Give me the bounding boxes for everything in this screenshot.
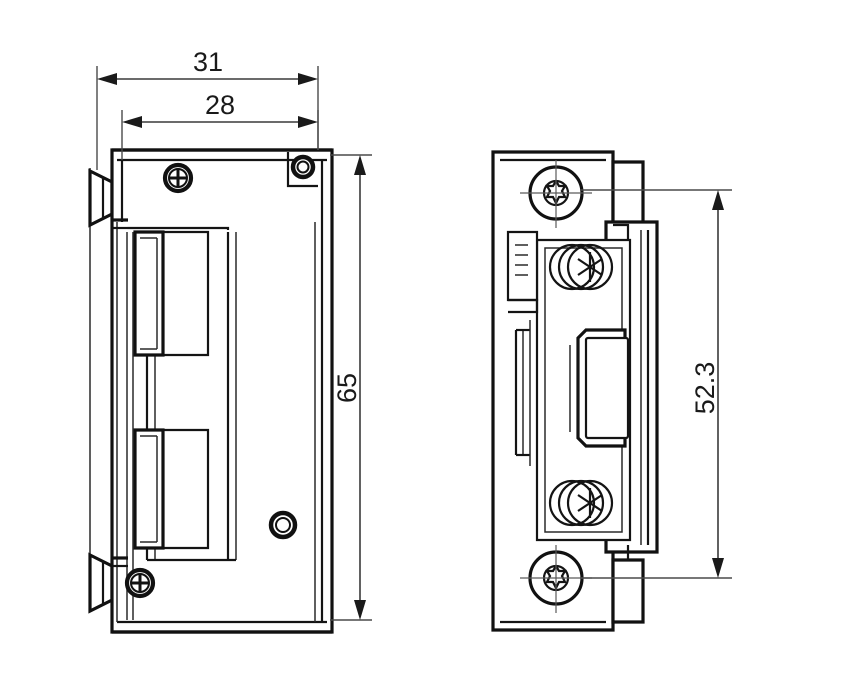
side-screw-top — [520, 160, 592, 228]
dimension-28: 28 — [121, 90, 319, 160]
front-view — [88, 148, 334, 634]
side-star-top — [548, 243, 614, 291]
side-star-bottom-washer-3 — [566, 479, 614, 527]
side-star-bottom-washer-2 — [557, 479, 605, 527]
dim-28-label: 28 — [205, 90, 235, 120]
dim-28-arrow-right — [298, 116, 318, 128]
side-star-top-washer-1 — [548, 243, 596, 291]
front-shelf-mid — [128, 226, 230, 230]
side-screw-bottom — [520, 545, 592, 613]
side-star-top-washer-2 — [557, 243, 605, 291]
dim-28-arrow-left — [122, 116, 142, 128]
front-hole-top-boss — [286, 152, 318, 188]
dim-52-3-arrow-bottom — [712, 558, 724, 578]
front-screw-bottom — [124, 567, 156, 599]
side-step-lower-right — [613, 545, 630, 562]
upper-slot-left-bar — [133, 230, 165, 357]
dim-65-label: 65 — [332, 373, 362, 403]
side-star-bottom-star-slot — [577, 488, 603, 518]
side-upper-housing-block — [611, 160, 645, 227]
upper-rectangular-slot — [133, 230, 210, 357]
dimension-31: 31 — [96, 47, 319, 170]
dim-31-label: 31 — [193, 47, 223, 77]
front-screw-top-cross-slot — [169, 169, 187, 187]
side-step-upper-right — [613, 223, 630, 240]
lower-left-flange — [88, 552, 114, 614]
side-inner-chamber-inset — [544, 247, 623, 533]
side-view — [491, 150, 659, 632]
front-hole-bottom-inner — [275, 517, 291, 533]
front-screw-bottom-cross-slot — [131, 574, 149, 592]
side-star-bottom-washer-1 — [548, 479, 596, 527]
dimension-65: 65 — [330, 154, 372, 621]
dim-65-arrow-bottom — [354, 600, 366, 620]
side-lower-housing-block — [611, 558, 645, 624]
dim-52-3-arrow-top — [712, 190, 724, 210]
front-hole-top — [290, 154, 316, 180]
dim-31-arrow-right — [298, 73, 318, 85]
side-connector-base — [508, 298, 539, 314]
side-connector-terminals — [515, 244, 528, 276]
side-star-top-star-slot — [577, 252, 603, 282]
upper-left-flange — [88, 168, 114, 228]
lower-rectangular-slot — [133, 428, 210, 550]
front-screw-top — [162, 162, 194, 194]
dim-65-arrow-top — [354, 155, 366, 175]
lower-slot-left-bar — [133, 428, 165, 550]
dimension-52-3: 52.3 — [580, 189, 732, 579]
center-latch-inner — [584, 336, 630, 440]
front-hole-top-inner — [296, 160, 310, 174]
side-star-top-washer-3 — [566, 243, 614, 291]
side-star-bottom — [548, 479, 614, 527]
dim-52-3-label: 52.3 — [690, 362, 720, 415]
dim-31-arrow-left — [97, 73, 117, 85]
side-connector-block — [506, 230, 539, 302]
front-hole-bottom — [268, 510, 298, 540]
